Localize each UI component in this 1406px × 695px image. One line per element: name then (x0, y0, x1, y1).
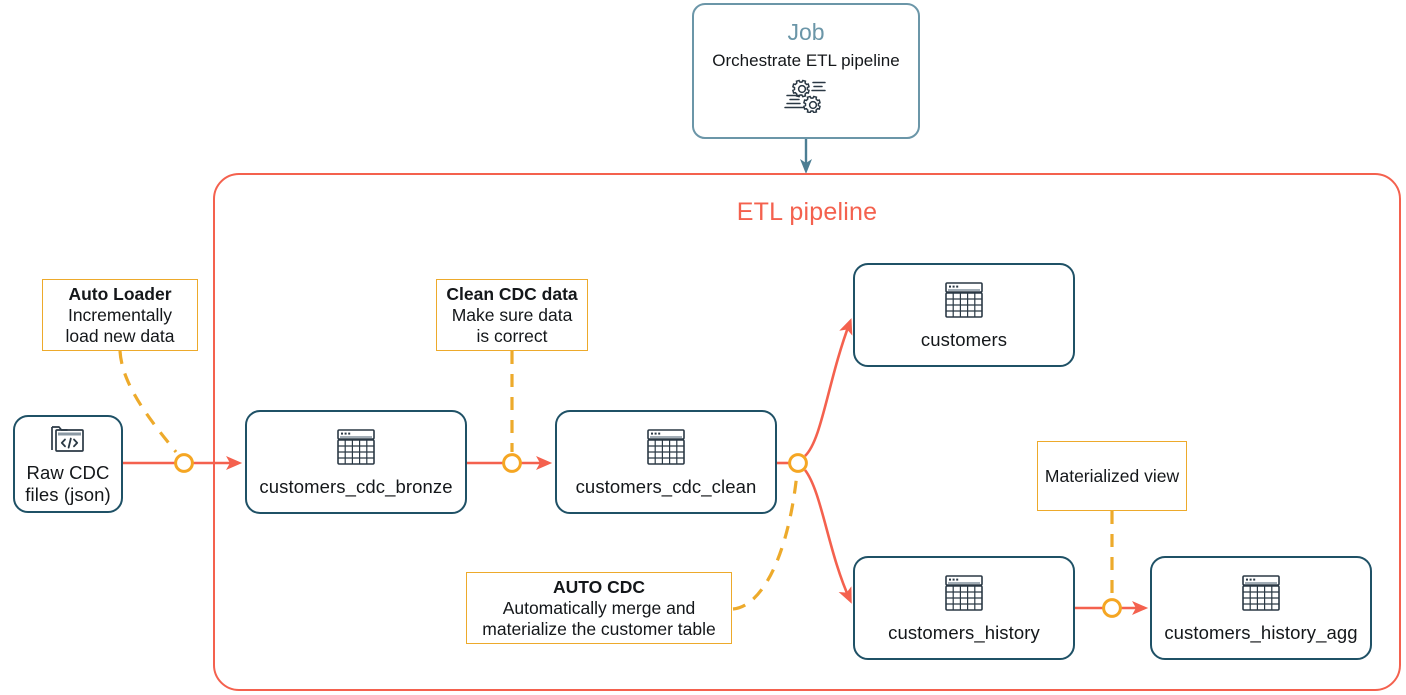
node-customers-history[interactable]: customers_history (853, 556, 1075, 660)
node-raw-cdc-files[interactable]: Raw CDC files (json) (13, 415, 123, 513)
table-icon (943, 573, 985, 613)
job-subtitle: Orchestrate ETL pipeline (712, 51, 900, 70)
table-icon (943, 280, 985, 320)
node-customers-history-agg[interactable]: customers_history_agg (1150, 556, 1372, 660)
callout-title: AUTO CDC (552, 576, 646, 597)
gears-settings-icon (783, 77, 829, 118)
node-label: Raw CDC files (json) (25, 462, 111, 506)
table-icon (335, 427, 377, 467)
callout-line1: Incrementally (67, 304, 173, 325)
callout-line2: load new data (65, 325, 175, 346)
node-label-line1: Raw CDC (26, 462, 110, 483)
node-label-line2: files (json) (25, 484, 111, 505)
folder-code-icon (49, 422, 87, 456)
node-label: customers_cdc_bronze (259, 475, 453, 497)
callout-line2: materialize the customer table (482, 618, 716, 639)
etl-pipeline-title: ETL pipeline (736, 198, 878, 226)
node-customers-cdc-bronze[interactable]: customers_cdc_bronze (245, 410, 467, 514)
callout-line1: Make sure data (451, 304, 573, 325)
leader-autoloader (118, 350, 178, 454)
job-card[interactable]: Job Orchestrate ETL pipeline (692, 3, 920, 139)
callout-auto-cdc: AUTO CDC Automatically merge and materia… (466, 572, 732, 644)
callout-line1: Automatically merge and (502, 597, 696, 618)
callout-line2: is correct (476, 325, 548, 346)
job-title: Job (787, 19, 825, 45)
node-label: customers_cdc_clean (575, 475, 757, 497)
callout-title: Clean CDC data (446, 283, 578, 304)
etl-pipeline-container (213, 173, 1401, 691)
node-customers-cdc-clean[interactable]: customers_cdc_clean (555, 410, 777, 514)
table-icon (1240, 573, 1282, 613)
callout-line1: Materialized view (1044, 465, 1180, 486)
connector-job-to-pipeline (800, 139, 812, 174)
callout-materialized-view: Materialized view (1037, 441, 1187, 511)
node-label: customers_history_agg (1164, 621, 1358, 643)
node-label: customers_history (888, 621, 1040, 643)
callout-title: Auto Loader (68, 283, 172, 304)
junction-autoloader (174, 453, 194, 473)
callout-clean-cdc-data: Clean CDC data Make sure data is correct (436, 279, 588, 351)
table-icon (645, 427, 687, 467)
node-label: customers (920, 328, 1008, 350)
callout-auto-loader: Auto Loader Incrementally load new data (42, 279, 198, 351)
node-customers[interactable]: customers (853, 263, 1075, 367)
